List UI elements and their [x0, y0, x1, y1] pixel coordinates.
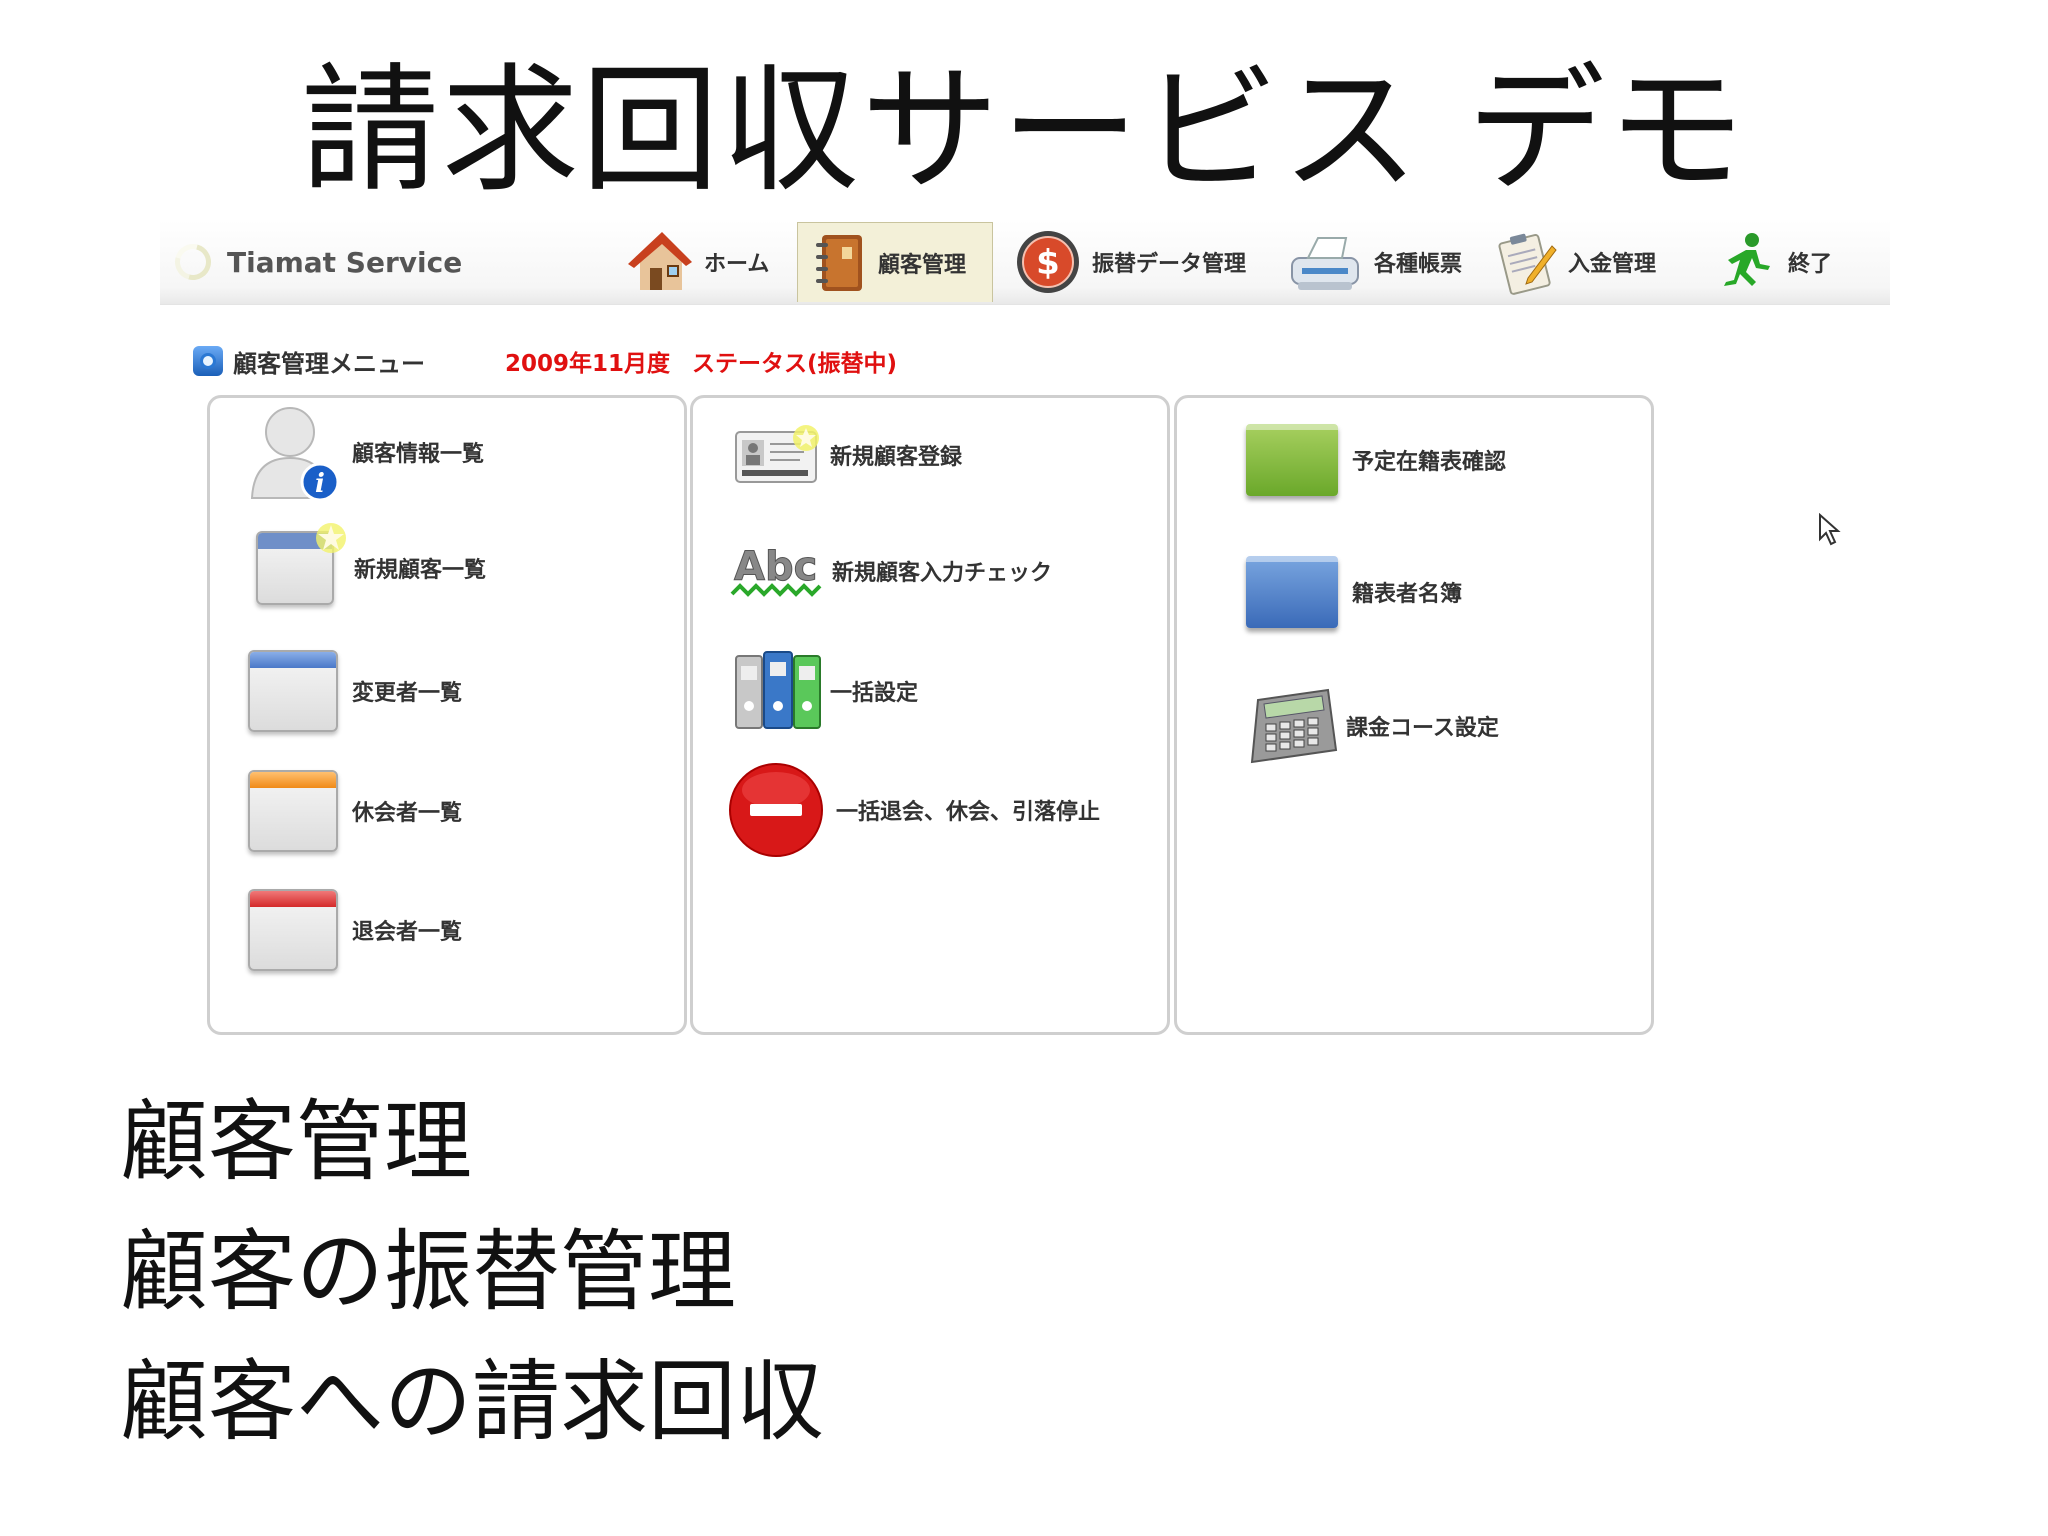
nav-exit[interactable]: 終了 — [1716, 222, 1832, 302]
menu-item-changed-list[interactable]: 変更者一覧 — [248, 650, 462, 732]
spellcheck-abc-icon: Abc — [730, 540, 826, 602]
menu-item-label: 変更者一覧 — [352, 681, 463, 706]
address-book-icon — [812, 229, 868, 297]
binders-icon — [732, 648, 824, 734]
slide-bullet: 顧客の振替管理 — [120, 1220, 737, 1323]
menu-item-label: 籍表者名簿 — [1352, 582, 1463, 607]
menu-item-label: 新規顧客一覧 — [354, 558, 487, 583]
user-info-icon: i — [246, 402, 346, 502]
menu-item-label: 一括設定 — [830, 681, 919, 706]
window-star-icon — [256, 523, 346, 605]
nav-customer-management-label: 顧客管理 — [878, 252, 967, 278]
menu-item-label: 一括退会、休会、引落停止 — [836, 800, 1101, 825]
nav-home-label: ホーム — [704, 252, 770, 277]
status-text: ステータス(振替中) — [692, 351, 898, 377]
menu-title: 顧客管理メニュー — [233, 349, 425, 378]
menu-item-customer-info-list[interactable]: i 顧客情報一覧 — [246, 402, 484, 502]
menu-item-label: 予定在籍表確認 — [1352, 450, 1507, 475]
printer-icon — [1288, 228, 1364, 296]
nav-payment-management-label: 入金管理 — [1568, 252, 1657, 277]
stop-sign-icon — [728, 760, 828, 860]
menu-item-label: 新規顧客登録 — [830, 445, 963, 470]
window-red-icon — [248, 889, 338, 971]
svg-text:i: i — [315, 469, 325, 499]
brand[interactable]: Tiamat Service — [168, 237, 463, 287]
dollar-coin-icon: $ — [1014, 228, 1082, 296]
menu-item-withdrawn-list[interactable]: 退会者一覧 — [248, 889, 462, 971]
slide-title: 請求回収サービス デモ — [301, 50, 1747, 211]
menu-item-new-customer-list[interactable]: 新規顧客一覧 — [256, 523, 487, 605]
nav-exit-label: 終了 — [1788, 252, 1833, 277]
slide-bullet: 顧客管理 — [120, 1090, 473, 1193]
svg-text:$: $ — [1036, 243, 1060, 283]
menu-item-label: 休会者一覧 — [352, 801, 463, 826]
nav-transfer-data[interactable]: $ 振替データ管理 — [1014, 222, 1246, 302]
menu-item-suspended-list[interactable]: 休会者一覧 — [248, 770, 462, 852]
id-card-icon — [734, 424, 824, 486]
slide-bullet: 顧客への請求回収 — [120, 1350, 825, 1453]
nav-reports[interactable]: 各種帳票 — [1288, 222, 1462, 302]
menu-globe-icon — [193, 346, 223, 376]
panel-customer-registration — [690, 395, 1170, 1035]
nav-transfer-data-label: 振替データ管理 — [1092, 252, 1247, 277]
calculator-icon — [1244, 686, 1338, 766]
nav-reports-label: 各種帳票 — [1374, 252, 1463, 277]
blue-folder-icon — [1246, 556, 1338, 628]
svg-text:Abc: Abc — [734, 544, 817, 590]
green-folder-icon — [1246, 424, 1338, 496]
brand-name: Tiamat Service — [227, 245, 463, 279]
nav-home[interactable]: ホーム — [626, 222, 769, 302]
menu-item-label: 顧客情報一覧 — [352, 442, 485, 467]
menu-item-label: 課金コース設定 — [1346, 716, 1499, 741]
nav-payment-management[interactable]: 入金管理 — [1494, 222, 1656, 302]
brand-logo-icon — [168, 237, 218, 287]
menu-item-label: 新規顧客入力チェック — [832, 561, 1053, 586]
menu-item-enrollee-roster[interactable]: 籍表者名簿 — [1246, 556, 1462, 628]
mouse-cursor-icon — [1819, 513, 1841, 546]
panel-enrollment — [1174, 395, 1654, 1035]
billing-period: 2009年11月度 — [505, 351, 671, 377]
menu-item-billing-course-settings[interactable]: 課金コース設定 — [1244, 686, 1499, 766]
clipboard-pen-icon — [1494, 228, 1558, 296]
nav-customer-management[interactable]: 顧客管理 — [797, 222, 993, 302]
menu-item-planned-enrollment-check[interactable]: 予定在籍表確認 — [1246, 424, 1506, 496]
menu-item-label: 退会者一覧 — [352, 920, 463, 945]
window-orange-icon — [248, 770, 338, 852]
menu-item-bulk-withdraw-suspend-stop[interactable]: 一括退会、休会、引落停止 — [728, 760, 1100, 860]
menu-item-new-customer-input-check[interactable]: Abc 新規顧客入力チェック — [730, 540, 1052, 602]
menu-bar: 顧客管理メニュー 2009年11月度 ステータス(振替中) — [193, 344, 897, 378]
running-man-icon — [1716, 228, 1778, 296]
menu-item-bulk-settings[interactable]: 一括設定 — [732, 648, 918, 734]
menu-item-new-customer-registration[interactable]: 新規顧客登録 — [734, 424, 962, 486]
window-blue-icon — [248, 650, 338, 732]
house-icon — [626, 228, 694, 296]
